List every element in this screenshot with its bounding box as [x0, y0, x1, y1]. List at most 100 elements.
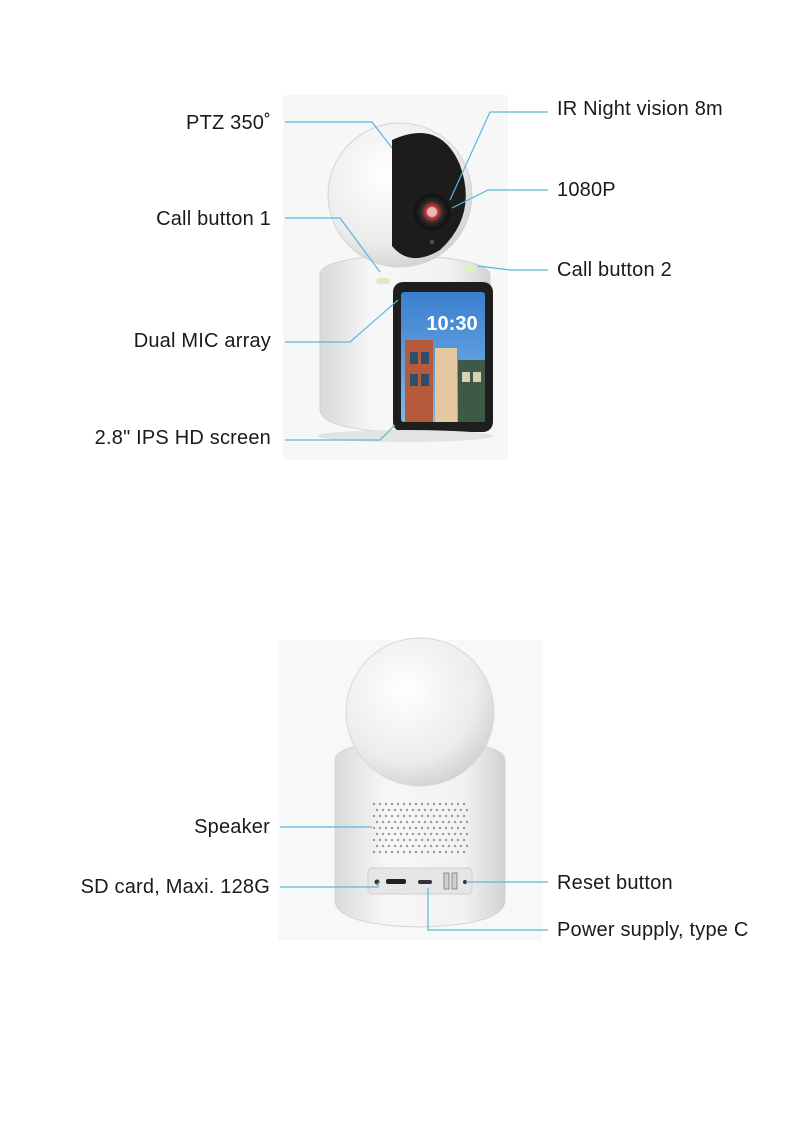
- leader-mic: [285, 299, 399, 343]
- grille-hole: [393, 808, 397, 812]
- grille-hole: [453, 832, 457, 836]
- grille-hole: [390, 850, 394, 854]
- grille-hole: [426, 826, 430, 830]
- label-sd-card: SD card, Maxi. 128G: [80, 876, 270, 898]
- grille-hole: [405, 844, 409, 848]
- grille-hole: [387, 820, 391, 824]
- screen-building-mid: [435, 348, 457, 422]
- grille-hole: [423, 808, 427, 812]
- grille-hole: [444, 826, 448, 830]
- grille-hole: [378, 850, 382, 854]
- grille-hole: [417, 808, 421, 812]
- grille-hole: [378, 802, 382, 806]
- grille-hole: [375, 844, 379, 848]
- grille-hole: [396, 826, 400, 830]
- grille-hole: [384, 802, 388, 806]
- grille-hole: [414, 850, 418, 854]
- grille-hole: [465, 820, 469, 824]
- grille-hole: [420, 838, 424, 842]
- grille-hole: [444, 814, 448, 818]
- screen-window: [410, 374, 418, 386]
- grille-hole: [372, 814, 376, 818]
- grille-hole: [429, 844, 433, 848]
- grille-hole: [381, 844, 385, 848]
- grille-hole: [438, 814, 442, 818]
- grille-hole: [456, 850, 460, 854]
- grille-hole: [432, 802, 436, 806]
- grille-hole: [408, 826, 412, 830]
- grille-hole: [459, 844, 463, 848]
- grille-hole: [444, 838, 448, 842]
- grille-hole: [459, 832, 463, 836]
- grille-hole: [417, 820, 421, 824]
- grille-hole: [414, 814, 418, 818]
- grille-hole: [435, 832, 439, 836]
- grille-hole: [447, 844, 451, 848]
- grille-hole: [423, 844, 427, 848]
- grille-hole: [396, 802, 400, 806]
- grille-hole: [465, 808, 469, 812]
- back-leader-lines: [280, 826, 548, 931]
- screen-window: [462, 372, 470, 382]
- screen-window: [421, 352, 429, 364]
- grille-hole: [462, 802, 466, 806]
- grille-hole: [378, 814, 382, 818]
- screen-window: [421, 374, 429, 386]
- leader-sd-card: [280, 882, 379, 888]
- grille-hole: [408, 838, 412, 842]
- grille-hole: [375, 832, 379, 836]
- grille-hole: [462, 826, 466, 830]
- grille-hole: [420, 826, 424, 830]
- grille-hole: [381, 808, 385, 812]
- grille-hole: [429, 832, 433, 836]
- grille-hole: [450, 802, 454, 806]
- screen-window: [410, 352, 418, 364]
- label-resolution: 1080P: [557, 179, 616, 201]
- grille-hole: [399, 832, 403, 836]
- grille-hole: [384, 850, 388, 854]
- grille-hole: [417, 844, 421, 848]
- leader-call-button-1: [285, 217, 381, 273]
- screen-building-right: [458, 360, 485, 422]
- grille-hole: [402, 802, 406, 806]
- grille-hole: [438, 826, 442, 830]
- front-shadow: [317, 430, 493, 442]
- grille-hole: [411, 820, 415, 824]
- grille-hole: [444, 850, 448, 854]
- sd-card-slot: [386, 879, 406, 884]
- grille-hole: [405, 808, 409, 812]
- leader-screen: [285, 424, 396, 441]
- grille-hole: [414, 838, 418, 842]
- grille-hole: [429, 808, 433, 812]
- grille-hole: [420, 814, 424, 818]
- screen-window: [473, 372, 481, 382]
- label-mic: Dual MIC array: [133, 330, 271, 352]
- screen-clock: 10:30: [426, 313, 477, 335]
- grille-hole: [456, 826, 460, 830]
- label-ir-night-vision: IR Night vision 8m: [557, 98, 723, 120]
- grille-hole: [378, 838, 382, 842]
- grille-hole: [462, 850, 466, 854]
- grille-hole: [402, 838, 406, 842]
- ir-led: [430, 240, 434, 244]
- grille-hole: [390, 802, 394, 806]
- grille-hole: [465, 844, 469, 848]
- grille-hole: [378, 826, 382, 830]
- grille-hole: [441, 844, 445, 848]
- grille-hole: [429, 820, 433, 824]
- grille-hole: [432, 826, 436, 830]
- grille-hole: [408, 814, 412, 818]
- grille-hole: [417, 832, 421, 836]
- grille-hole: [450, 814, 454, 818]
- grille-hole: [438, 802, 442, 806]
- grille-hole: [432, 814, 436, 818]
- grille-hole: [372, 838, 376, 842]
- grille-hole: [372, 850, 376, 854]
- grille-hole: [375, 808, 379, 812]
- grille-hole: [402, 814, 406, 818]
- grille-hole: [405, 820, 409, 824]
- grille-hole: [447, 820, 451, 824]
- grille-hole: [381, 820, 385, 824]
- sd-indicator: [374, 879, 380, 885]
